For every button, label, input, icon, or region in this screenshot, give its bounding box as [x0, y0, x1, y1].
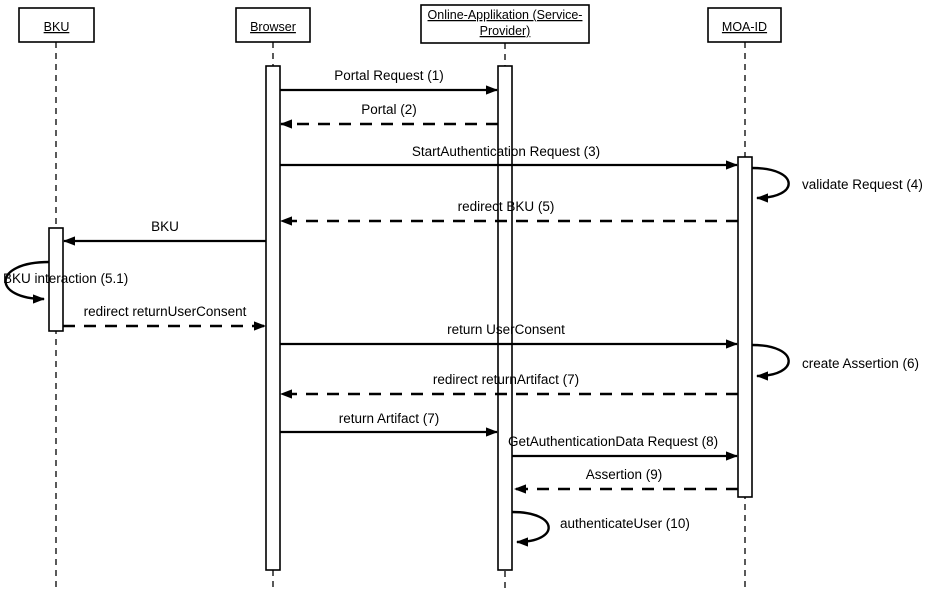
message-label-portal: Portal (2) [361, 102, 417, 117]
participant-label-moaid: MOA-ID [722, 20, 767, 34]
message-return-artifact: return Artifact (7) [280, 411, 498, 437]
participant-box-browser[interactable] [235, 7, 311, 43]
message-getauthenticationdata-request: GetAuthenticationData Request (8) [508, 434, 738, 461]
message-label-getauthenticationdata-request: GetAuthenticationData Request (8) [508, 434, 718, 449]
message-label-startauthentication-request: StartAuthentication Request (3) [412, 144, 600, 159]
message-bku: BKU [63, 219, 266, 246]
message-selfloop-bku-interaction [4, 260, 50, 304]
message-label-redirect-returnuserconsent: redirect returnUserConsent [84, 304, 247, 319]
message-label-create-assertion: create Assertion (6) [802, 356, 919, 371]
message-selfloop-create-assertion [751, 343, 790, 381]
participant-bku[interactable]: BKU [18, 7, 95, 590]
message-portal: Portal (2) [280, 102, 498, 129]
activation-bar-bku [48, 227, 64, 332]
activation-bar-browser [265, 65, 281, 571]
participant-label-online-applikation-line2: Provider) [480, 24, 531, 38]
participant-label-bku: BKU [44, 20, 70, 34]
message-portal-request: Portal Request (1) [280, 68, 498, 95]
participant-label-online-applikation-line1: Online-Applikation (Service- [428, 8, 583, 22]
message-label-return-userconsent: return UserConsent [447, 322, 565, 337]
message-label-redirect-bku: redirect BKU (5) [458, 199, 555, 214]
message-validate-request: validate Request (4) [751, 166, 923, 203]
participant-label-browser: Browser [250, 20, 296, 34]
message-selfloop-validate-request [751, 166, 790, 203]
activation-bar-moaid [737, 156, 753, 498]
participant-box-bku[interactable] [18, 7, 95, 43]
message-selfloop-authenticateuser [511, 510, 550, 547]
message-label-bku-interaction: BKU interaction (5.1) [3, 271, 128, 286]
message-label-assertion: Assertion (9) [586, 467, 663, 482]
message-label-portal-request: Portal Request (1) [334, 68, 444, 83]
message-authenticateuser: authenticateUser (10) [511, 510, 690, 547]
message-redirect-returnartifact: redirect returnArtifact (7) [280, 372, 738, 399]
message-label-bku: BKU [151, 219, 179, 234]
message-label-validate-request: validate Request (4) [802, 177, 923, 192]
participant-box-moaid[interactable] [707, 7, 782, 43]
message-bku-interaction: BKU interaction (5.1) [3, 260, 128, 304]
message-assertion: Assertion (9) [514, 467, 738, 494]
message-return-userconsent: return UserConsent [280, 322, 738, 349]
message-label-redirect-returnartifact: redirect returnArtifact (7) [433, 372, 579, 387]
message-startauthentication-request: StartAuthentication Request (3) [280, 144, 738, 170]
message-label-return-artifact: return Artifact (7) [339, 411, 440, 426]
message-label-authenticateuser: authenticateUser (10) [560, 516, 690, 531]
activation-bar-online-applikation [497, 65, 513, 571]
message-redirect-returnuserconsent: redirect returnUserConsent [63, 304, 266, 331]
message-create-assertion: create Assertion (6) [751, 343, 919, 381]
participant-moaid[interactable]: MOA-ID [707, 7, 782, 590]
message-redirect-bku: redirect BKU (5) [280, 199, 738, 226]
